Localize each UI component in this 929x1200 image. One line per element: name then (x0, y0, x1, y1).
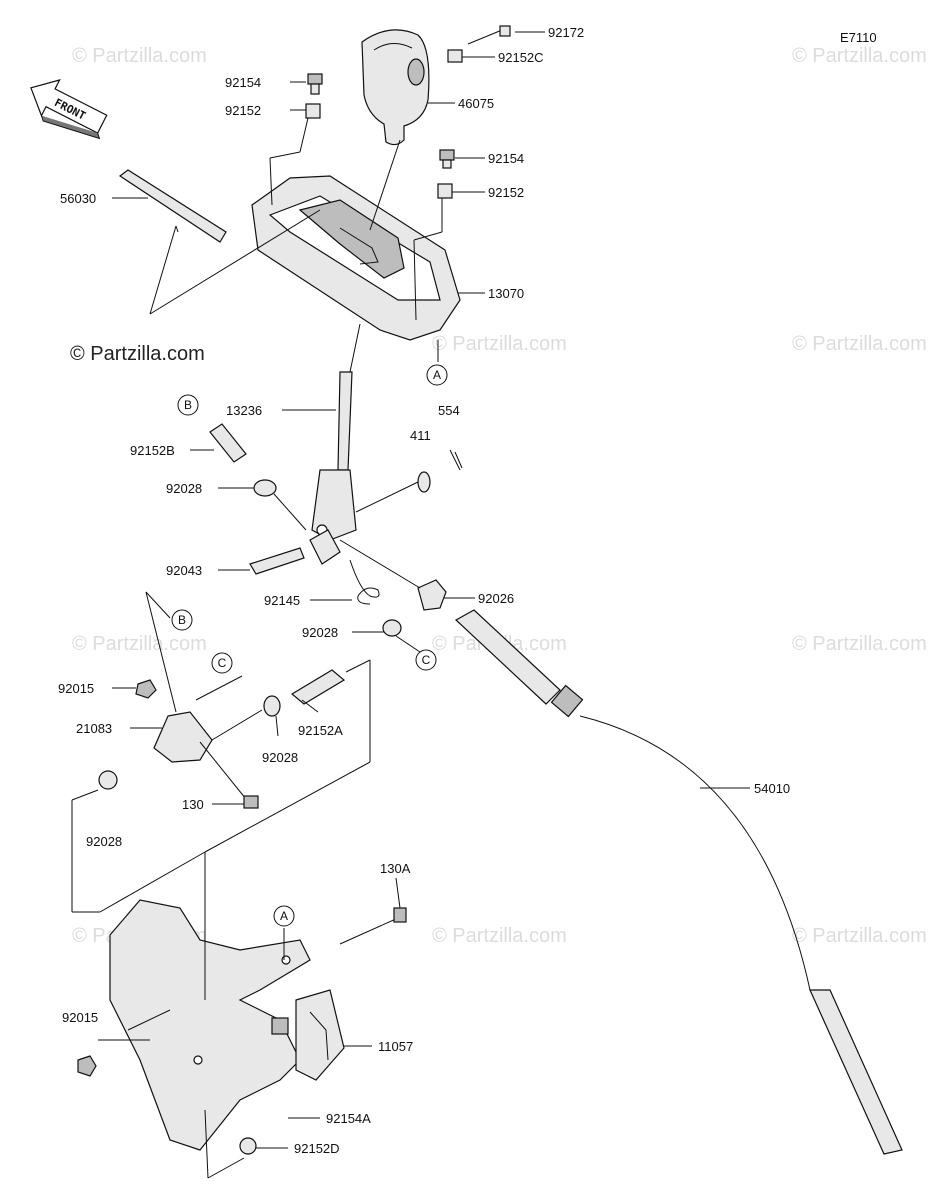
part-label: 130 (182, 797, 204, 812)
front-arrow-icon: FRONT (30, 79, 108, 140)
watermark: © Partzilla.com (792, 333, 927, 355)
part-label: 92028 (166, 481, 202, 496)
bracket-11057 (109, 899, 345, 1151)
svg-text:C: C (218, 656, 227, 670)
nut-92015-top (135, 679, 157, 699)
part-label: 92043 (166, 563, 202, 578)
part-label: 21083 (76, 721, 112, 736)
watermark: © Partzilla.com (792, 633, 927, 655)
part-label: 92154 (225, 75, 261, 90)
part-label: 92152A (298, 723, 343, 738)
bushing-92028-a (253, 479, 277, 497)
shift-lever-13236 (311, 371, 357, 541)
cotter-pin-554 (449, 449, 463, 471)
sleeve (309, 529, 341, 565)
part-label: 92154 (488, 151, 524, 166)
part-label: 92152 (225, 103, 261, 118)
bolt-92154a (271, 1017, 289, 1035)
part-label: 92152B (130, 443, 175, 458)
part-label: 411 (410, 428, 431, 443)
part-label: 11057 (378, 1039, 413, 1054)
indicator-plate-56030 (118, 169, 227, 243)
spring-92145 (349, 559, 380, 605)
collar-92152c (447, 49, 463, 63)
washer-92152d (239, 1137, 257, 1155)
console-cover-13070 (251, 175, 461, 341)
svg-text:B: B (184, 398, 192, 412)
bushing-92028-c (263, 695, 281, 717)
bushing-92028-d (98, 770, 118, 790)
ref-circle-a-bottom: A (273, 905, 295, 927)
bushing-92028-b (382, 619, 402, 637)
bolt-92154-top (307, 73, 323, 95)
ref-circle-b-top: B (177, 394, 199, 416)
ref-circle-c-mid: C (415, 649, 437, 671)
ref-circle-b-mid: B (171, 609, 193, 631)
part-label: 54010 (754, 781, 790, 796)
watermark: © Partzilla.com (792, 45, 927, 67)
shift-knob (361, 29, 430, 146)
svg-text:B: B (178, 613, 186, 627)
part-label: 92154A (326, 1111, 371, 1126)
svg-text:C: C (422, 653, 431, 667)
part-label: 92028 (302, 625, 338, 640)
lever-21083 (153, 711, 213, 763)
pin-92043 (249, 547, 305, 575)
svg-text:A: A (433, 368, 441, 382)
bolt-92154-right (439, 149, 455, 169)
washer-411 (417, 471, 431, 493)
part-label: 554 (438, 403, 460, 418)
bolt-130a-head (393, 907, 407, 923)
part-label: 92015 (62, 1010, 98, 1025)
collar-92152-right (437, 183, 453, 199)
part-label: 92172 (548, 25, 584, 40)
diagram-code: E7110 (840, 30, 877, 45)
bolt-130-head (243, 795, 259, 809)
watermark: © Partzilla.com (72, 633, 207, 655)
screw-92172 (467, 25, 511, 45)
part-label: 46075 (458, 96, 494, 111)
part-label: 92028 (262, 750, 298, 765)
part-labels: 92172 92152C 92154 92152 46075 92154 921… (58, 25, 790, 1156)
bracket-92026 (417, 579, 447, 611)
part-label: 92152C (498, 50, 544, 65)
part-label: 130A (380, 861, 411, 876)
watermark: © Partzilla.com (432, 925, 567, 947)
cable-54010 (454, 609, 903, 1155)
ref-circle-a-top: A (426, 364, 448, 386)
leader-lines (71, 31, 750, 1179)
watermark: © Partzilla.com (72, 45, 207, 67)
watermark-strong: © Partzilla.com (70, 343, 205, 365)
part-label: 13236 (226, 403, 262, 418)
part-label: 92152 (488, 185, 524, 200)
part-label: 92026 (478, 591, 514, 606)
part-label: 92028 (86, 834, 122, 849)
watermark: © Partzilla.com (792, 925, 927, 947)
watermark: © Partzilla.com (432, 333, 567, 355)
part-label: 56030 (60, 191, 96, 206)
collar-92152-top (305, 103, 321, 119)
part-label: 92152D (294, 1141, 340, 1156)
nut-92015-bottom (77, 1055, 97, 1077)
part-label: 92145 (264, 593, 300, 608)
bolt-130 (199, 741, 251, 805)
collar-92152b (209, 423, 247, 463)
part-label: 92015 (58, 681, 94, 696)
svg-text:A: A (280, 909, 288, 923)
ref-circle-c-left: C (211, 652, 233, 674)
part-label: 13070 (488, 286, 524, 301)
collar-92152a (290, 669, 346, 705)
bolt-130a (339, 917, 399, 945)
